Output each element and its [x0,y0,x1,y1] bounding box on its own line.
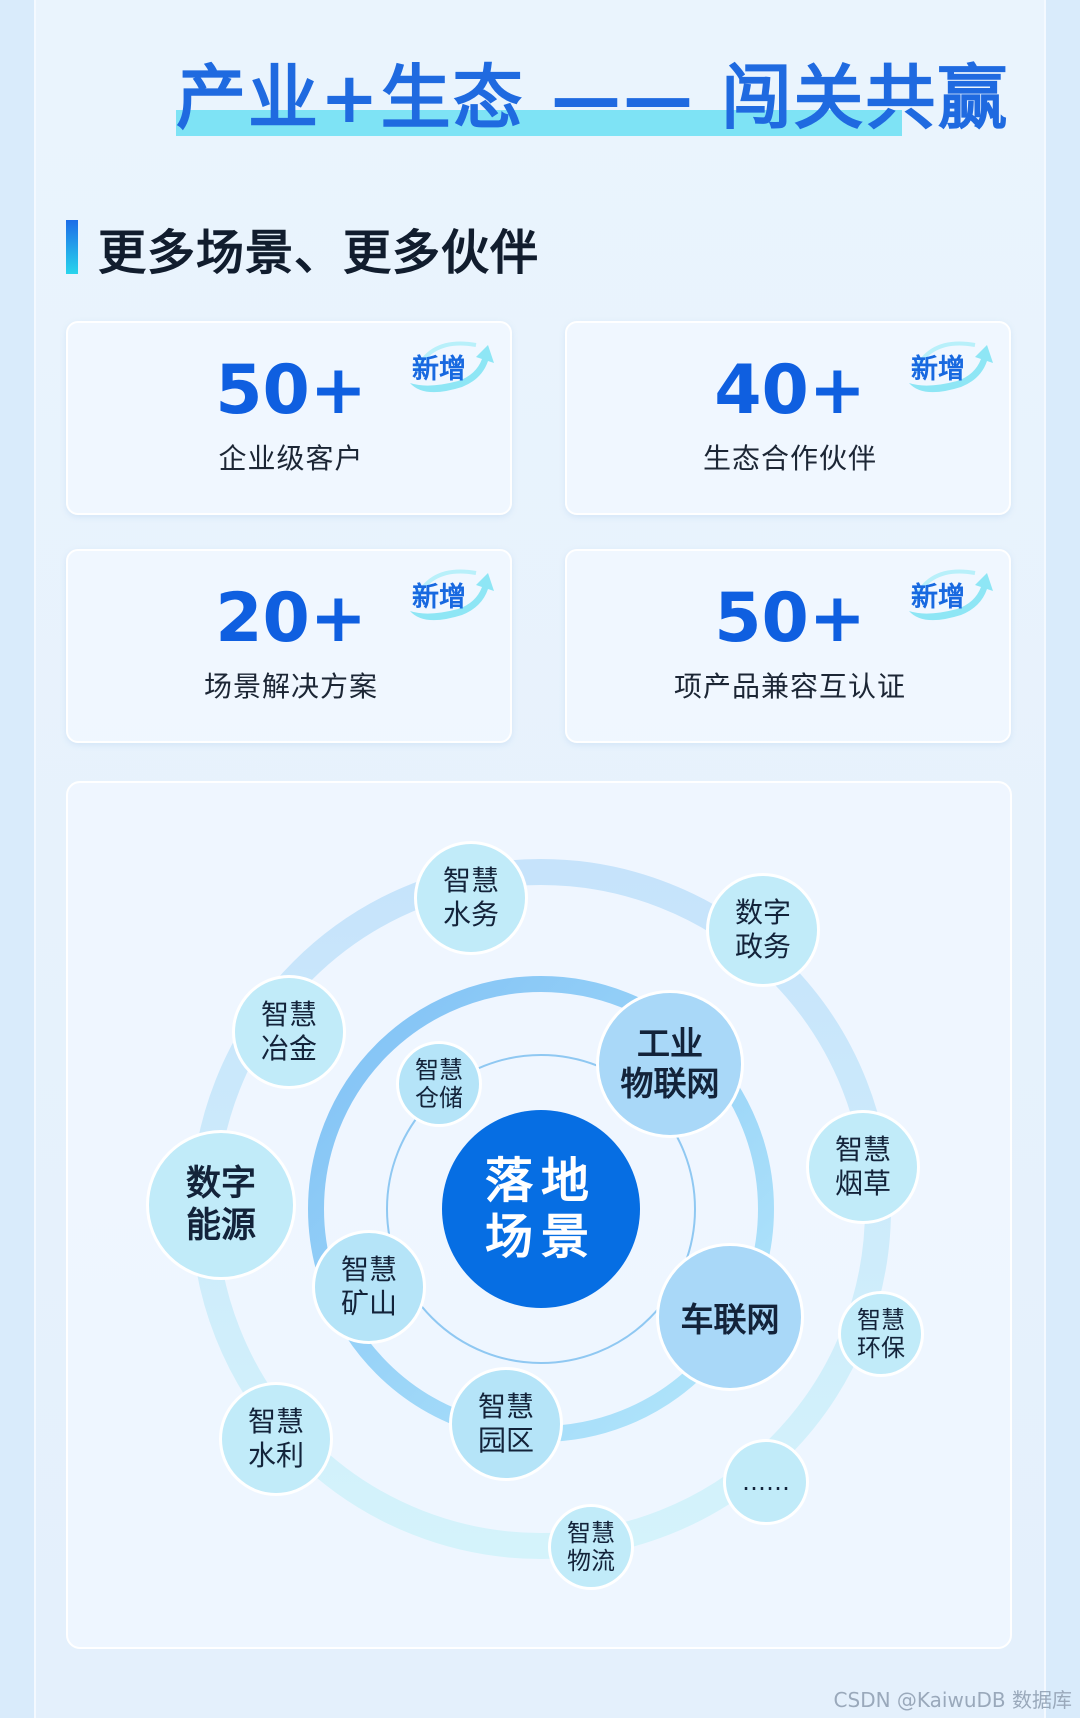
stat-card-certifications: 50+ 项产品兼容互认证 新增 [565,549,1011,743]
node-smart-warehouse: 智慧 仓储 [396,1041,482,1127]
new-badge: 新增 [402,329,498,399]
badge-label: 新增 [911,354,965,385]
stat-value: 50+ [714,579,866,658]
badge-swoosh-icon [410,569,494,621]
node-smart-logistics: 智慧 物流 [548,1504,634,1590]
node-vehicle-network: 车联网 [656,1243,804,1391]
stat-card-solutions: 20+ 场景解决方案 新增 [66,549,512,743]
badge-swoosh-icon [909,341,993,393]
node-smart-park: 智慧 园区 [449,1367,563,1481]
node-smart-environment: 智慧 环保 [838,1291,924,1377]
node-more-ellipsis: …… [723,1439,809,1525]
section-accent-bar [66,220,78,274]
stat-card-partners: 40+ 生态合作伙伴 新增 [565,321,1011,515]
new-badge: 新增 [901,329,997,399]
stat-label: 企业级客户 [218,442,364,475]
badge-swoosh-icon [410,341,494,393]
node-smart-irrigation: 智慧 水利 [219,1382,333,1496]
new-badge: 新增 [901,557,997,627]
source-watermark: CSDN @KaiwuDB 数据库 [833,1688,1072,1712]
badge-label: 新增 [911,582,965,613]
scenario-diagram: 落地 场景 工业 物联网 车联网 智慧 仓储 智慧 矿山 智慧 园区 智慧 水务… [66,781,1012,1649]
page-title: 产业+生态 —— 闯关共赢 [176,57,1010,139]
new-badge: 新增 [402,557,498,627]
node-smart-mining: 智慧 矿山 [312,1230,426,1344]
page-title-block: 产业+生态 —— 闯关共赢 [176,52,1010,144]
badge-swoosh-icon [909,569,993,621]
node-smart-metallurgy: 智慧 冶金 [232,975,346,1089]
node-smart-water: 智慧 水务 [414,841,528,955]
node-industrial-iot: 工业 物联网 [596,990,744,1138]
center-node: 落地 场景 [442,1110,640,1308]
stat-value: 20+ [215,579,367,658]
stat-value: 50+ [215,351,367,430]
node-digital-government: 数字 政务 [706,873,820,987]
title-highlight-bar [176,110,902,136]
inner-ring [386,1054,696,1364]
node-digital-energy: 数字 能源 [146,1130,296,1280]
stat-value: 40+ [714,351,866,430]
stat-label: 生态合作伙伴 [702,442,877,475]
section-title: 更多场景、更多伙伴 [98,225,540,281]
badge-label: 新增 [412,354,466,385]
stat-label: 场景解决方案 [203,670,378,703]
badge-label: 新增 [412,582,466,613]
node-smart-tobacco: 智慧 烟草 [806,1110,920,1224]
stat-label: 项产品兼容互认证 [673,670,906,703]
stat-card-customers: 50+ 企业级客户 新增 [66,321,512,515]
